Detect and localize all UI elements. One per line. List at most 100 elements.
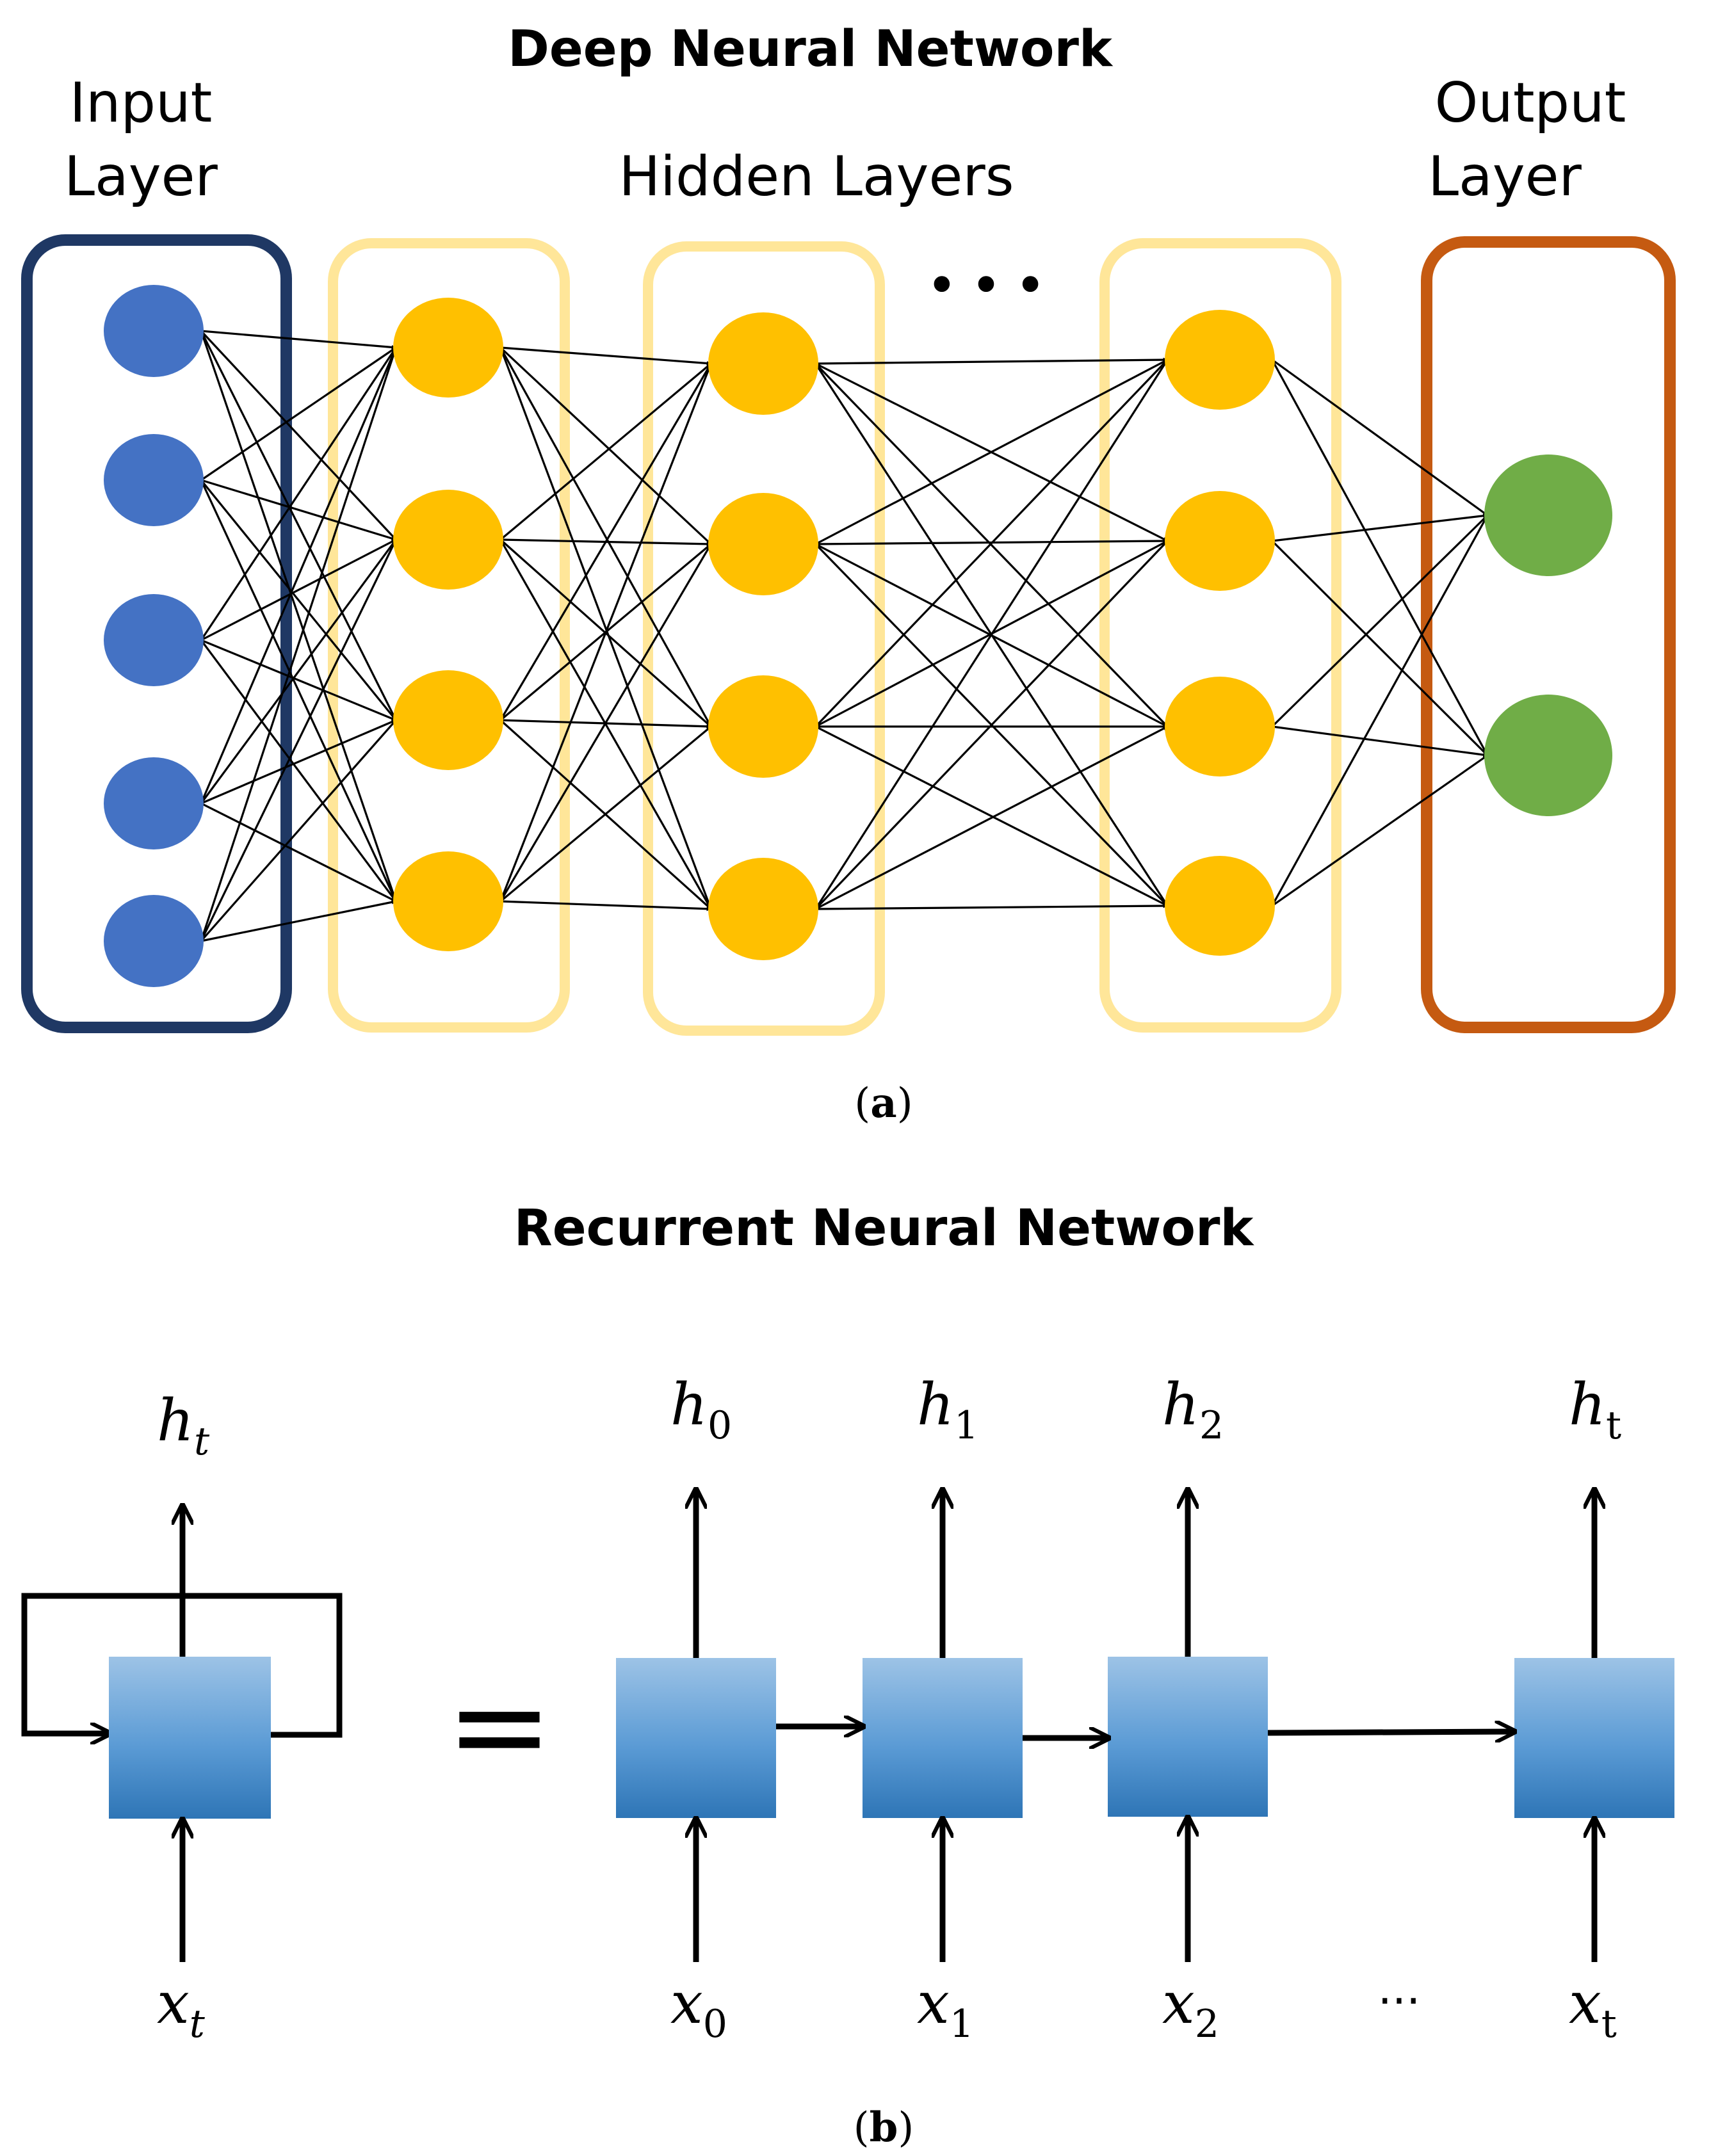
input-layer-label-line1: Input	[70, 71, 213, 135]
step-2-x-var: x	[917, 1970, 950, 2037]
caption-b: (b)	[854, 2104, 914, 2152]
connection-l1-5-to-2	[200, 539, 397, 942]
connection-l4-3-to-2	[1272, 725, 1488, 757]
connection-l2-4-to-1	[499, 363, 712, 902]
connection-l1-3-to-2	[200, 538, 397, 641]
connection-l2-1-to-4	[499, 347, 712, 910]
output-layer-label-line1: Output	[1435, 71, 1626, 135]
step-3-x-label: x2	[1162, 1970, 1219, 2047]
connection-l4-1-to-1	[1271, 358, 1488, 517]
hidden1-neuron-1	[393, 298, 503, 398]
panel-a-title: Deep Neural Network	[508, 20, 1114, 78]
connection-l1-3-to-4	[200, 640, 397, 902]
connection-l2-4-to-2	[499, 543, 712, 902]
hidden1-neuron-2	[393, 490, 503, 590]
step-1-h-label: h0	[670, 1371, 732, 1448]
hidden1-neuron-3	[393, 670, 503, 770]
caption-a-letter: a	[870, 1079, 896, 1127]
input-neuron-2	[104, 434, 204, 526]
connection-l4-4-to-2	[1271, 754, 1488, 907]
connection-l4-2-to-2	[1271, 540, 1489, 757]
step-3-rnn-cell	[1108, 1657, 1268, 1817]
step-3-x-subscript: 2	[1195, 2002, 1219, 2047]
connection-l1-2-to-1	[200, 346, 397, 481]
hidden1-neuron-4	[393, 851, 503, 951]
connection-l2-1-to-1	[500, 346, 711, 366]
folded-h-subscript: t	[194, 1419, 210, 1464]
connection-l1-2-to-2	[200, 479, 396, 541]
hidden2-neuron-2	[708, 493, 818, 595]
recurrent-arrow-3	[1267, 1732, 1512, 1733]
rnn-step-1: h0 x0	[616, 1371, 776, 2047]
connection-l1-4-to-1	[200, 347, 397, 804]
panel-b-recurrent-neural-network: Recurrent Neural Network ht xt = h0x0h1x…	[21, 1200, 1674, 2152]
step-3-h-label: h2	[1162, 1371, 1224, 1448]
connection-l2-1-to-3	[499, 347, 712, 727]
connection-l1-1-to-4	[200, 330, 397, 902]
rnn-step-4: h txt	[1514, 1371, 1674, 2047]
layers-ellipsis: • • •	[928, 259, 1045, 312]
hidden-layers-label: Hidden Layers	[619, 145, 1014, 209]
connection-l3-3-to-4	[814, 725, 1169, 907]
connection-l1-4-to-2	[200, 539, 397, 804]
input-neuron-4	[104, 757, 204, 849]
connection-l3-1-to-1	[815, 357, 1168, 365]
connection-l2-4-to-4	[500, 900, 711, 912]
connection-l1-3-to-1	[200, 347, 397, 641]
panel-a-deep-neural-network: Deep Neural Network Input Layer Hidden L…	[21, 20, 1676, 1127]
step-4-x-var: x	[1569, 1970, 1601, 2037]
step-2-x-label: x1	[917, 1970, 974, 2047]
folded-x-label: xt	[157, 1970, 206, 2047]
connection-l3-4-to-1	[814, 359, 1169, 910]
step-1-rnn-cell	[616, 1658, 776, 1818]
step-2-h-subscript: 1	[954, 1403, 978, 1448]
input-layer-label-line2: Layer	[64, 145, 218, 209]
hidden3-neuron-3	[1165, 677, 1275, 776]
connection-l4-2-to-1	[1272, 513, 1488, 542]
step-1-x-var: x	[670, 1970, 703, 2037]
connection-l1-1-to-3	[200, 330, 397, 721]
equals-sign: =	[446, 1652, 553, 1801]
connection-l2-3-to-1	[499, 363, 712, 721]
step-3-x-var: x	[1162, 1970, 1195, 2037]
connection-l1-4-to-3	[200, 719, 396, 805]
connection-l4-1-to-2	[1271, 359, 1489, 756]
step-4-x-label: xt	[1569, 1970, 1617, 2047]
folded-rnn: ht xt	[21, 1387, 343, 2047]
caption-b-letter: b	[870, 2104, 898, 2152]
hidden3-neuron-4	[1165, 856, 1275, 956]
caption-b-open: (	[854, 2104, 870, 2152]
output-layer-label-line2: Layer	[1428, 145, 1582, 209]
input-layer-box	[21, 234, 292, 1033]
hidden2-neuron-1	[708, 312, 818, 415]
panel-b-title: Recurrent Neural Network	[514, 1200, 1255, 1257]
input-neuron-5	[104, 895, 204, 987]
connection-l1-4-to-4	[200, 802, 397, 903]
hidden-layer-box-2	[643, 241, 885, 1036]
connection-l3-4-to-3	[814, 725, 1169, 910]
connection-l1-5-to-3	[200, 719, 397, 942]
sequence-ellipsis: ···	[1378, 1975, 1421, 2027]
connection-l3-2-to-1	[814, 358, 1169, 545]
hidden3-neuron-1	[1165, 310, 1275, 410]
caption-a-close: )	[897, 1080, 913, 1127]
step-3-h-var: h	[1162, 1371, 1199, 1438]
input-neuron-3	[104, 594, 204, 686]
step-2-h-label: h1	[917, 1371, 978, 1448]
hidden-layer-box-1	[328, 238, 570, 1033]
step-1-x-label: x0	[670, 1970, 727, 2047]
connection-l3-4-to-4	[815, 903, 1168, 910]
step-4-h-var: h	[1569, 1371, 1606, 1438]
step-2-h-var: h	[917, 1371, 954, 1438]
connection-l3-4-to-2	[814, 540, 1169, 910]
step-1-h-var: h	[670, 1371, 708, 1438]
step-4-x-subscript: t	[1601, 2002, 1617, 2047]
connection-l3-3-to-1	[814, 358, 1169, 728]
connection-l4-3-to-1	[1271, 514, 1489, 728]
connection-l1-1-to-2	[200, 330, 397, 541]
connection-l2-4-to-3	[499, 725, 712, 903]
connection-l4-4-to-1	[1271, 515, 1489, 906]
